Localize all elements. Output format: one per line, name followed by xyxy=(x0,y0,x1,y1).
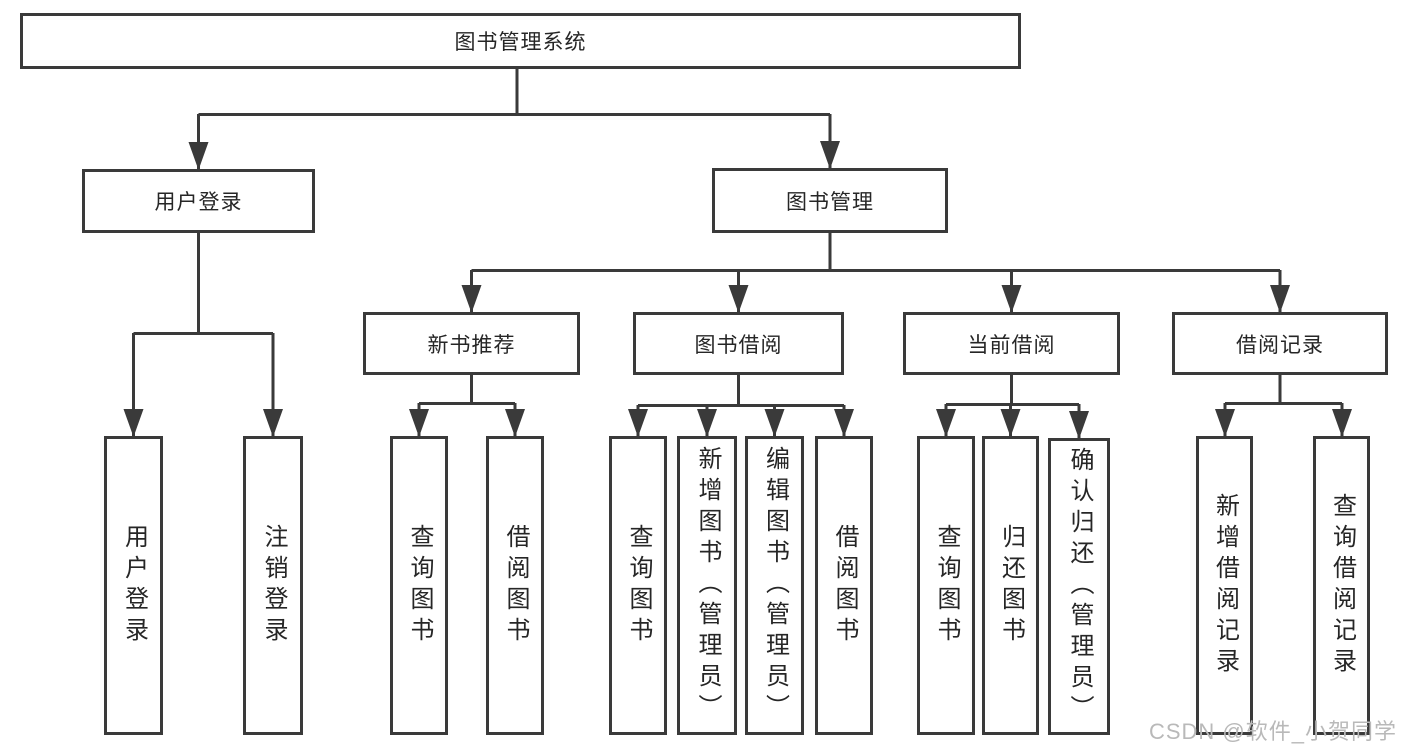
node-new-book-recommend-label: 新书推荐 xyxy=(427,333,516,357)
leaf-records-add-record-label: 新增借阅记录 xyxy=(1211,492,1239,679)
connector-book-borrowing-to-leaves xyxy=(628,375,854,437)
node-book-borrowing-label: 图书借阅 xyxy=(694,333,783,357)
leaf-logout: 注销登录 xyxy=(243,436,303,735)
leaf-recommend-query-books: 查询图书 xyxy=(390,436,448,735)
connector-user-login-to-leaves xyxy=(123,233,283,437)
leaf-borrow-query-books-label: 查询图书 xyxy=(625,523,652,648)
leaf-records-query-record: 查询借阅记录 xyxy=(1313,436,1370,735)
node-borrowing-records: 借阅记录 xyxy=(1172,312,1388,375)
csdn-watermark: CSDN @软件_小贺同学 xyxy=(1148,719,1397,744)
node-root-label: 图书管理系统 xyxy=(454,31,587,54)
leaf-current-confirm-return-admin: 确认归还（管理员） xyxy=(1048,438,1110,735)
leaf-records-query-record-label: 查询借阅记录 xyxy=(1328,492,1356,679)
leaf-current-confirm-return-admin-label: 确认归还（管理员） xyxy=(1066,447,1093,726)
leaf-borrow-edit-book-admin: 编辑图书（管理员） xyxy=(745,436,804,735)
leaf-records-add-record: 新增借阅记录 xyxy=(1196,436,1253,735)
leaf-borrow-edit-book-admin-label: 编辑图书（管理员） xyxy=(761,446,789,725)
connector-borrowing-records-to-leaves xyxy=(1215,375,1352,437)
leaf-logout-label: 注销登录 xyxy=(260,523,287,648)
node-new-book-recommend: 新书推荐 xyxy=(363,312,580,375)
connector-current-borrowing-to-leaves xyxy=(936,375,1089,439)
node-user-login: 用户登录 xyxy=(82,169,315,233)
node-borrowing-records-label: 借阅记录 xyxy=(1236,333,1324,357)
node-book-management: 图书管理 xyxy=(712,168,948,233)
leaf-current-return-books-label: 归还图书 xyxy=(997,523,1025,648)
connector-new-book-recommend-to-leaves xyxy=(409,375,525,437)
node-user-login-label: 用户登录 xyxy=(154,191,243,214)
node-current-borrowing-label: 当前借阅 xyxy=(967,333,1056,357)
node-root: 图书管理系统 xyxy=(20,13,1021,69)
node-book-management-label: 图书管理 xyxy=(786,190,874,214)
node-book-borrowing: 图书借阅 xyxy=(633,312,844,375)
leaf-borrow-add-book-admin: 新增图书（管理员） xyxy=(677,436,737,735)
leaf-recommend-borrow-books-label: 借阅图书 xyxy=(502,523,529,648)
leaf-recommend-borrow-books: 借阅图书 xyxy=(486,436,544,735)
leaf-user-login: 用户登录 xyxy=(104,436,163,735)
leaf-current-return-books: 归还图书 xyxy=(982,436,1039,735)
leaf-borrow-borrow-books-label: 借阅图书 xyxy=(831,523,858,648)
leaf-borrow-query-books: 查询图书 xyxy=(609,436,667,735)
connector-book-management-to-level3 xyxy=(461,233,1290,313)
node-current-borrowing: 当前借阅 xyxy=(903,312,1120,375)
leaf-user-login-label: 用户登录 xyxy=(120,523,148,648)
leaf-current-query-books: 查询图书 xyxy=(917,436,975,735)
leaf-recommend-query-books-label: 查询图书 xyxy=(406,523,433,648)
leaf-current-query-books-label: 查询图书 xyxy=(933,523,960,648)
connector-root-to-level2 xyxy=(188,69,840,170)
leaf-borrow-add-book-admin-label: 新增图书（管理员） xyxy=(694,446,721,725)
leaf-borrow-borrow-books: 借阅图书 xyxy=(815,436,873,735)
